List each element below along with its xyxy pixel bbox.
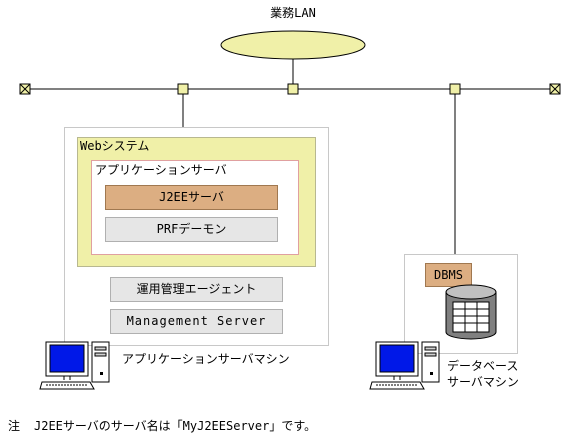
lan-label: 業務LAN: [270, 6, 316, 20]
app-server-machine-label: アプリケーションサーバマシン: [122, 352, 290, 366]
lan-connector-icon: [287, 83, 299, 95]
app-server-label: アプリケーションサーバ: [95, 163, 227, 177]
app-connector-icon: [177, 83, 189, 95]
app-server-computer-icon: [39, 341, 110, 390]
right-terminator-icon: [549, 83, 561, 95]
db-server-machine-label-line2: サーバマシン: [447, 375, 519, 389]
dbms-box: DBMS: [425, 263, 472, 287]
management-server-box: Management Server: [110, 309, 283, 334]
ops-agent-box: 運用管理エージェント: [110, 277, 283, 302]
db-connector-icon: [449, 83, 461, 95]
footnote-mark: 注: [8, 419, 21, 433]
prf-daemon-box: PRFデーモン: [105, 217, 278, 242]
j2ee-server-box: J2EEサーバ: [105, 185, 278, 210]
left-terminator-icon: [19, 83, 31, 95]
web-system-label: Webシステム: [80, 139, 150, 153]
db-server-machine-label-line1: データベース: [447, 359, 519, 373]
lan-ellipse: [220, 30, 366, 60]
database-icon: [445, 284, 497, 340]
db-server-computer-icon: [369, 341, 440, 390]
footnote-text: J2EEサーバのサーバ名は「MyJ2EEServer」です。: [34, 419, 317, 433]
